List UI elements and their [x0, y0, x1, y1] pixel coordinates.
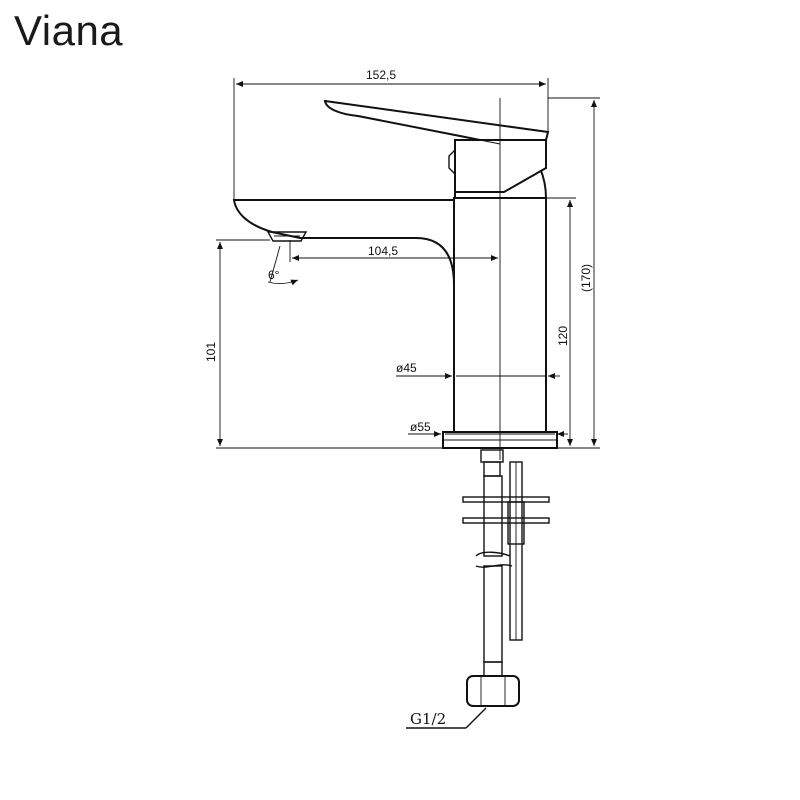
faucet-body — [232, 98, 558, 460]
dim-arc-spout-angle — [267, 279, 299, 286]
aerator — [266, 231, 308, 242]
handle-base — [454, 139, 547, 193]
dim-spout-reach: 104,5 — [368, 244, 398, 258]
thread-leader — [465, 707, 487, 729]
handle-lever — [323, 99, 550, 141]
braided-hose-lower — [483, 565, 503, 663]
dim-overall-width: 152,5 — [366, 68, 396, 82]
hose-break-top — [475, 551, 511, 557]
dim-spout-angle: 6° — [268, 268, 280, 282]
hose-collar — [483, 461, 501, 477]
dim-body-diameter: ø45 — [396, 361, 417, 375]
dim-base-diameter: ø55 — [410, 420, 431, 434]
handle-knob — [448, 149, 456, 175]
mounting-assembly — [406, 449, 550, 729]
fixing-nut — [507, 501, 525, 545]
extension-lines — [216, 78, 600, 449]
fixing-plate-top — [462, 496, 550, 503]
product-title: Viana — [14, 7, 124, 54]
spout — [232, 199, 455, 286]
dim-spout-height: 101 — [204, 342, 218, 362]
braided-hose-upper — [483, 475, 503, 557]
dimension-labels: 152,5 104,5 (170) 120 101 ø45 ø55 6° G1/… — [204, 68, 593, 728]
hose-bottom-collar — [483, 661, 503, 677]
dim-body-height: 120 — [556, 326, 570, 346]
dimension-lines — [217, 81, 597, 446]
dim-overall-height: (170) — [579, 264, 593, 292]
fixing-plate-bottom — [462, 517, 550, 524]
hex-nut — [466, 675, 520, 707]
thread-label: G1/2 — [410, 710, 446, 728]
